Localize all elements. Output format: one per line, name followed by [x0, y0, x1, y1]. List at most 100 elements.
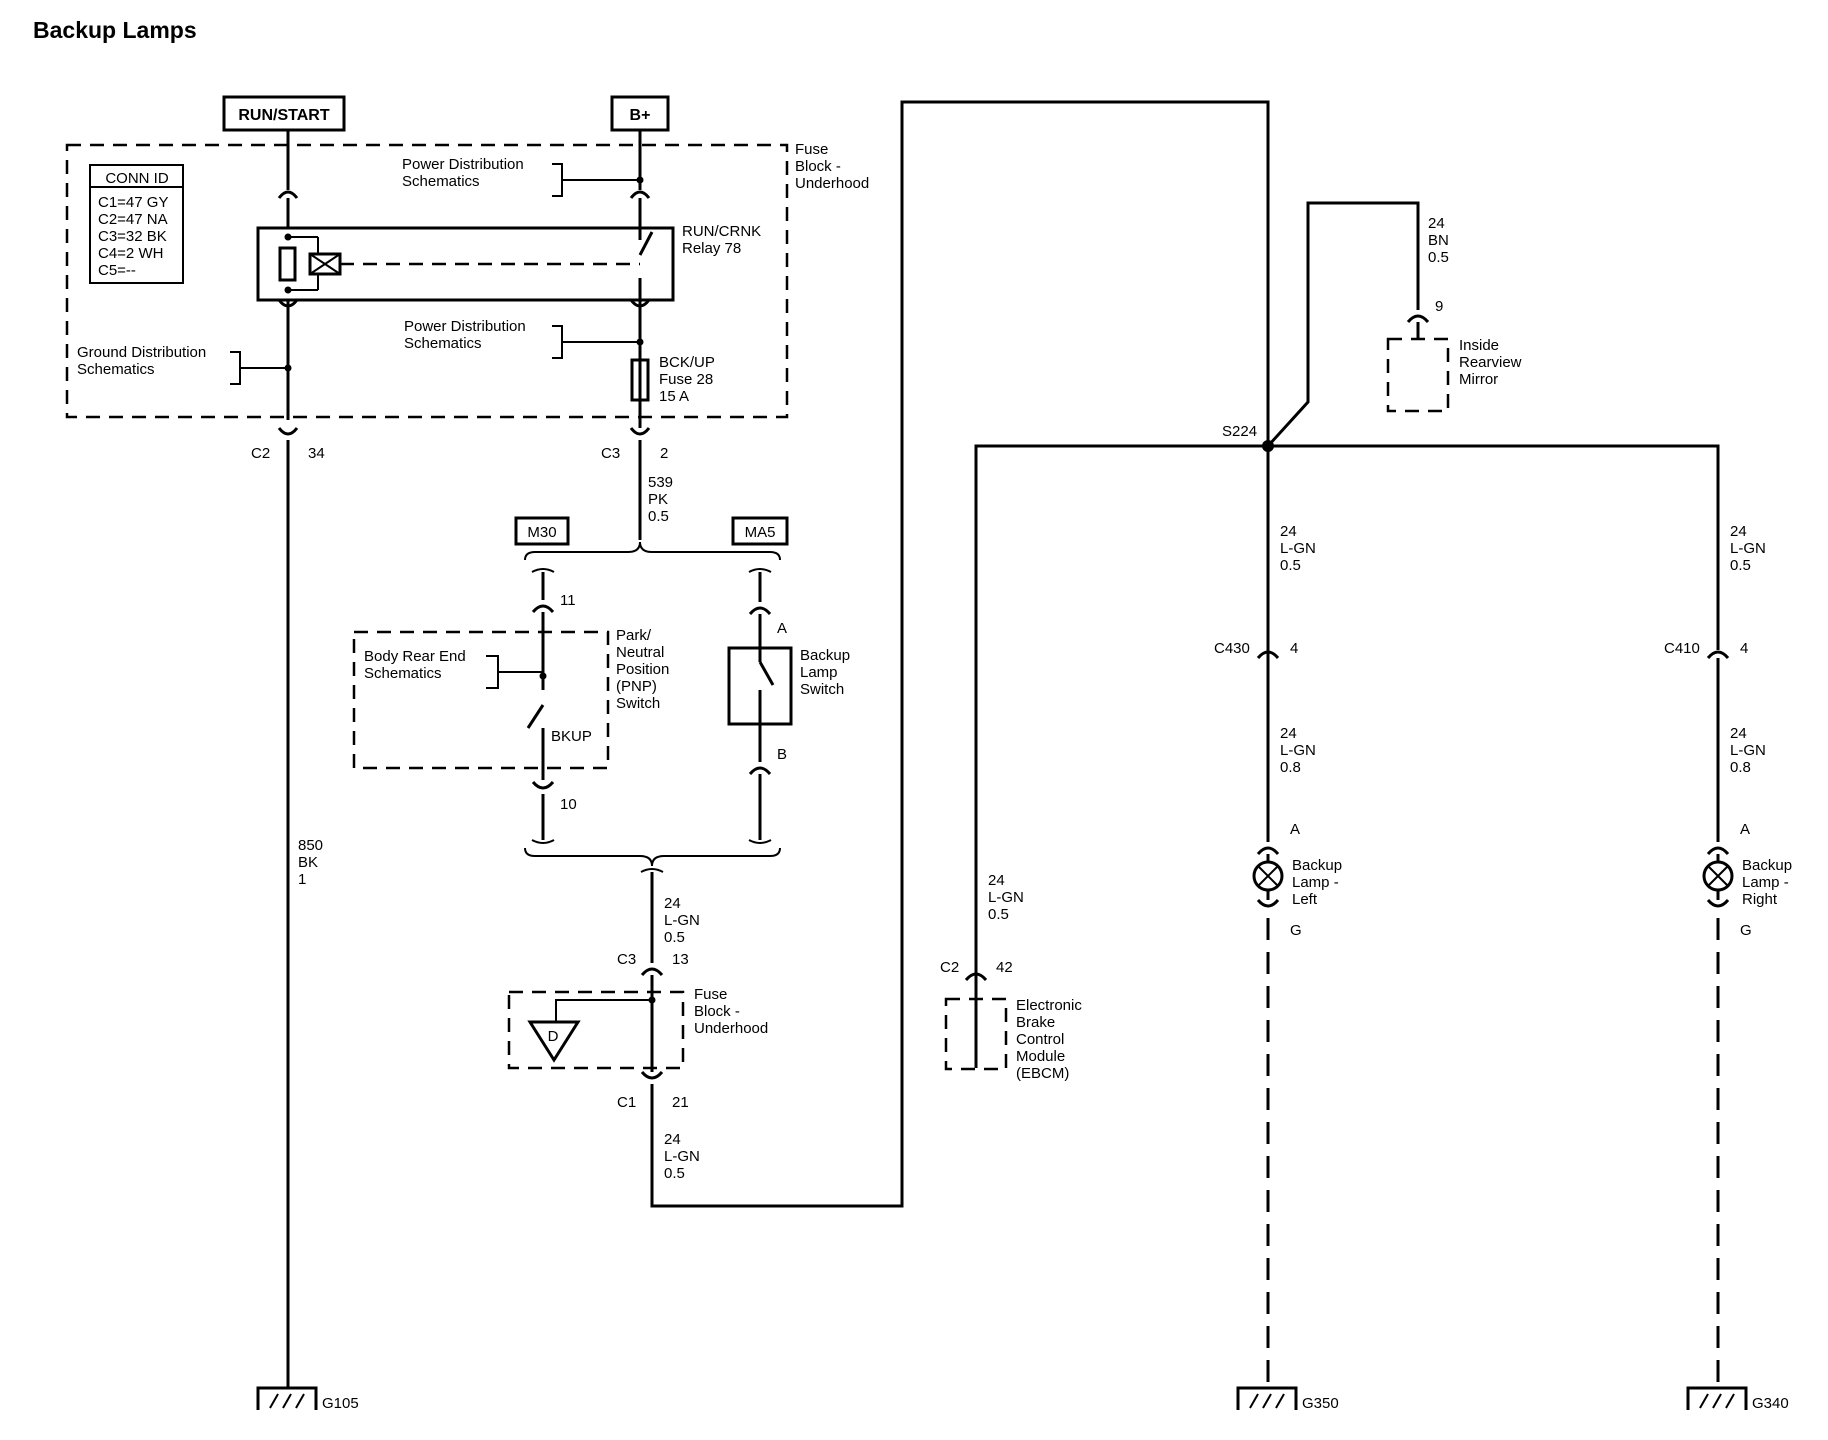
svg-text:Schematics: Schematics	[77, 361, 155, 378]
ground-g350-symbol	[1236, 1386, 1298, 1410]
svg-text:Block -: Block -	[694, 1003, 740, 1020]
conn-id-list: C1=47 GY C2=47 NA C3=32 BK C4=2 WH C5=--	[98, 194, 168, 279]
mirror-pin-9-connector	[1406, 314, 1430, 324]
c3-13-connector	[640, 967, 664, 977]
backup-lamp-left-label: Backup Lamp - Left	[1292, 857, 1342, 908]
ebcm-label: Electronic Brake Control Module (EBCM)	[1016, 997, 1082, 1082]
wire-24-bn-label: 24 BN 0.5	[1428, 215, 1449, 266]
power-distribution-label-1: Power Distribution Schematics	[402, 156, 524, 190]
c1-21-connector	[640, 1070, 664, 1080]
fuse-block-underhood-label: Fuse Block - Underhood	[795, 141, 869, 192]
c1-21-pin-label: 21	[672, 1094, 689, 1111]
backup-switch-pin-a: A	[777, 620, 787, 637]
svg-text:C2=47 NA: C2=47 NA	[98, 211, 168, 228]
svg-text:Backup: Backup	[1292, 857, 1342, 874]
c2-pin-label: 34	[308, 445, 325, 462]
svg-text:L-GN: L-GN	[1280, 540, 1316, 557]
svg-text:L-GN: L-GN	[988, 889, 1024, 906]
svg-text:Module: Module	[1016, 1048, 1065, 1065]
run-start-label-box	[222, 95, 346, 132]
body-rear-bracket	[486, 655, 543, 689]
svg-text:24: 24	[1280, 725, 1297, 742]
c3-13-conn-label: C3	[617, 951, 636, 968]
c3-connector	[629, 427, 651, 436]
svg-text:C3=32 BK: C3=32 BK	[98, 228, 167, 245]
backup-lamp-right-symbol	[1702, 860, 1734, 892]
svg-text:24: 24	[1730, 523, 1747, 540]
svg-text:L-GN: L-GN	[1280, 742, 1316, 759]
svg-text:Schematics: Schematics	[402, 173, 480, 190]
svg-text:RUN/CRNK: RUN/CRNK	[682, 223, 761, 240]
svg-text:Backup: Backup	[800, 647, 850, 664]
ground-g350-label: G350	[1302, 1395, 1339, 1412]
c3-13-pin-label: 13	[672, 951, 689, 968]
ground-g340-label: G340	[1752, 1395, 1789, 1412]
body-rear-end-label: Body Rear End Schematics	[364, 648, 466, 682]
svg-text:Brake: Brake	[1016, 1014, 1055, 1031]
bplus-label: B+	[630, 107, 651, 124]
left-lamp-wire-bot-label: 24 L-GN 0.8	[1280, 725, 1316, 776]
diode-symbol	[527, 1020, 581, 1063]
right-lamp-pin-a: A	[1740, 821, 1750, 838]
svg-text:0.5: 0.5	[988, 906, 1009, 923]
svg-text:539: 539	[648, 474, 673, 491]
svg-text:Position: Position	[616, 661, 669, 678]
svg-text:C4=2 WH: C4=2 WH	[98, 245, 163, 262]
backup-switch-pin-b: B	[777, 746, 787, 763]
svg-text:BK: BK	[298, 854, 318, 871]
splice-s224-label: S224	[1222, 423, 1257, 440]
svg-text:PK: PK	[648, 491, 668, 508]
left-lamp-wire-top-label: 24 L-GN 0.5	[1280, 523, 1316, 574]
svg-text:0.5: 0.5	[648, 508, 669, 525]
svg-text:(EBCM): (EBCM)	[1016, 1065, 1069, 1082]
svg-text:Power Distribution: Power Distribution	[404, 318, 526, 335]
right-lamp-pin-g: G	[1740, 922, 1752, 939]
backup-lamp-left-symbol	[1252, 860, 1284, 892]
fuse-28-label: BCK/UP Fuse 28 15 A	[659, 354, 715, 405]
fuse-block-underhood-2-boundary	[507, 990, 685, 1070]
backup-switch-pin-b-connector	[748, 766, 772, 776]
conn-id-header: CONN ID	[105, 170, 169, 187]
ebcm-pin-label: 42	[996, 959, 1013, 976]
svg-text:L-GN: L-GN	[1730, 742, 1766, 759]
inside-rearview-mirror-label: Inside Rearview Mirror	[1459, 337, 1522, 388]
svg-text:Lamp -: Lamp -	[1292, 874, 1339, 891]
option-ma5: MA5	[745, 524, 776, 541]
ground-g105-label: G105	[322, 1395, 359, 1412]
svg-text:15 A: 15 A	[659, 388, 689, 405]
c410-connector	[1706, 650, 1730, 660]
option-ma5-box	[731, 516, 789, 546]
pnp-pin-10: 10	[560, 796, 577, 813]
svg-text:BN: BN	[1428, 232, 1449, 249]
diode-label: D	[548, 1028, 559, 1045]
svg-text:Control: Control	[1016, 1031, 1064, 1048]
backup-switch-contact	[758, 661, 775, 686]
option-m30: M30	[527, 524, 556, 541]
svg-text:C5=--: C5=--	[98, 262, 136, 279]
left-lamp-pin-a: A	[1290, 821, 1300, 838]
power-dist-bracket-2	[552, 325, 640, 359]
svg-text:0.5: 0.5	[1428, 249, 1449, 266]
c2-label: C2	[251, 445, 270, 462]
svg-text:Block -: Block -	[795, 158, 841, 175]
pnp-pin-10-connector	[531, 780, 555, 790]
backup-lamp-switch-label: Backup Lamp Switch	[800, 647, 850, 698]
svg-text:24: 24	[988, 872, 1005, 889]
backup-lamp-right-label: Backup Lamp - Right	[1742, 857, 1792, 908]
ground-g340-symbol	[1686, 1386, 1748, 1410]
svg-text:Body Rear End: Body Rear End	[364, 648, 466, 665]
mirror-pin-9: 9	[1435, 298, 1443, 315]
svg-text:Park/: Park/	[616, 627, 652, 644]
wire-24-a-label: 24 L-GN 0.5	[664, 895, 700, 946]
ground-g105-symbol	[256, 1386, 318, 1410]
c2-connector	[277, 427, 299, 436]
svg-text:BCK/UP: BCK/UP	[659, 354, 715, 371]
svg-text:Power Distribution: Power Distribution	[402, 156, 524, 173]
svg-text:0.8: 0.8	[1280, 759, 1301, 776]
diode-feed	[555, 999, 652, 1022]
ebcm-box	[944, 997, 1008, 1071]
wire-539-label: 539 PK 0.5	[648, 474, 673, 525]
svg-text:Underhood: Underhood	[795, 175, 869, 192]
connector-symbol	[629, 190, 651, 199]
svg-text:Fuse: Fuse	[694, 986, 727, 1003]
